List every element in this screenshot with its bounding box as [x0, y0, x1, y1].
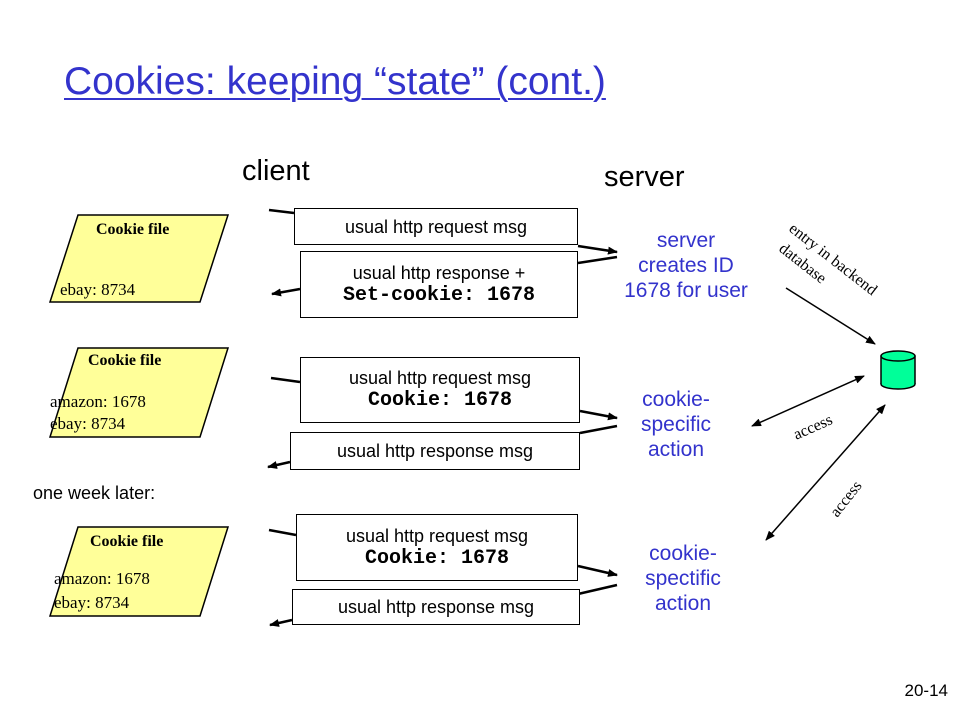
- http-request-box-2: usual http request msg Cookie: 1678: [300, 357, 580, 423]
- action-line: action: [647, 438, 705, 461]
- server-action-create-id: server creates ID 1678 for user: [604, 228, 768, 303]
- cookie-file-3: Cookie file amazon: 1678 ebay: 8734: [50, 527, 200, 615]
- action-line: cookie-: [642, 388, 710, 411]
- cookie-file-title: Cookie file: [88, 352, 162, 369]
- cookie-header: Cookie: 1678: [364, 546, 510, 570]
- cookie-header: Cookie: 1678: [367, 389, 513, 412]
- msg-line: usual http request msg: [345, 525, 529, 546]
- cookie-entry: ebay: 8734: [60, 280, 136, 299]
- http-request-box-3: usual http request msg Cookie: 1678: [296, 514, 578, 581]
- cookie-file-title: Cookie file: [90, 533, 164, 550]
- action-line: cookie-: [649, 542, 717, 565]
- one-week-later-label: one week later:: [33, 483, 156, 503]
- action-line: server: [656, 229, 716, 252]
- msg-line: usual http response msg: [337, 597, 535, 617]
- cookie-file-2: Cookie file amazon: 1678 ebay: 8734: [50, 348, 200, 436]
- set-cookie-header: Set-cookie: 1678: [342, 283, 536, 307]
- action-line: specific: [640, 413, 712, 436]
- action-line: action: [654, 592, 712, 615]
- action-line: creates ID: [638, 254, 734, 277]
- cookie-entry: amazon: 1678: [54, 569, 150, 588]
- cookie-file-shape-1: [48, 214, 230, 303]
- cookie-file-shape-2: [48, 347, 230, 438]
- cookie-entry: amazon: 1678: [50, 392, 146, 411]
- http-response-box-3: usual http response msg: [292, 589, 580, 625]
- action-line: spectific: [645, 567, 721, 590]
- server-action-cookie-specific-1: cookie- specific action: [614, 387, 738, 462]
- server-action-cookie-specific-2: cookie- spectific action: [614, 541, 752, 616]
- http-response-box-1: usual http response + Set-cookie: 1678: [300, 251, 578, 318]
- msg-line: usual http response +: [352, 262, 526, 283]
- slide-title: Cookies: keeping “state” (cont.): [64, 60, 606, 103]
- cookie-entry: ebay: 8734: [54, 593, 130, 612]
- database-cylinder: [880, 350, 916, 390]
- action-line: 1678 for user: [624, 279, 748, 302]
- cookie-file-shape-3: [48, 526, 230, 617]
- slide-number: 20-14: [904, 681, 948, 700]
- server-header: server: [604, 161, 685, 193]
- msg-line: usual http response msg: [336, 441, 534, 461]
- msg-line: usual http request msg: [344, 216, 528, 237]
- http-response-box-2: usual http response msg: [290, 432, 580, 470]
- http-request-box-1: usual http request msg: [294, 208, 578, 245]
- client-header: client: [242, 155, 310, 187]
- msg-line: usual http request msg: [348, 368, 532, 388]
- cookie-file-1: Cookie file ebay: 8734: [50, 215, 200, 303]
- cookie-entry: ebay: 8734: [50, 414, 126, 433]
- cookie-file-title: Cookie file: [96, 221, 170, 238]
